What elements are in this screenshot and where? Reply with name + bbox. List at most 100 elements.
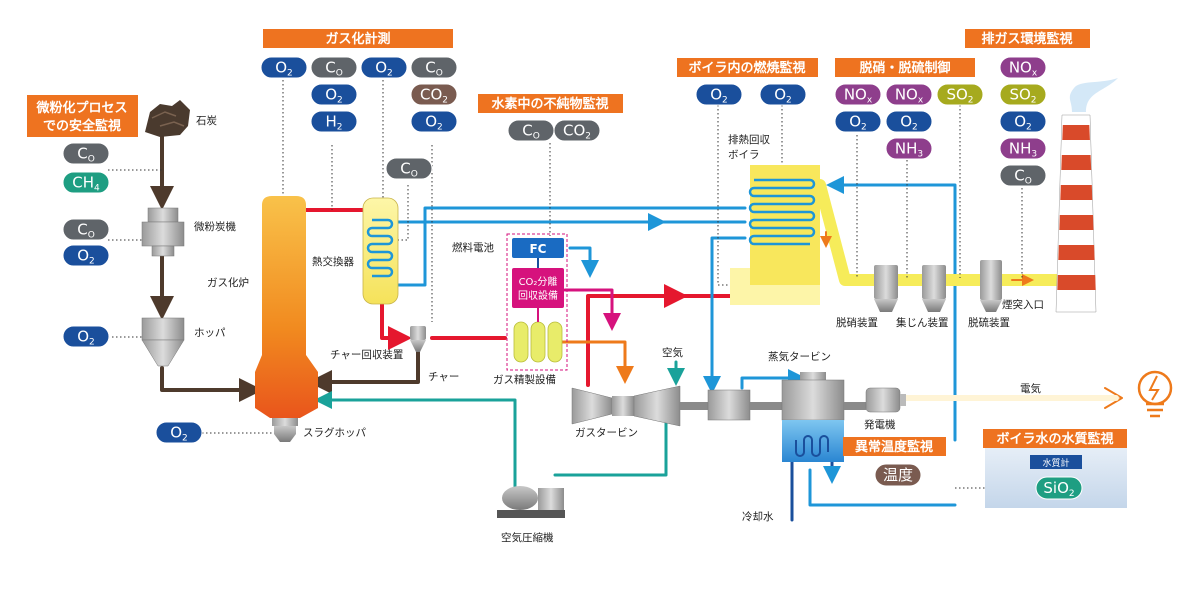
header-gasification-box xyxy=(263,29,453,48)
pill-text: SiO2 xyxy=(1043,479,1074,499)
pill-bg xyxy=(410,83,458,106)
pill-text: O2 xyxy=(1014,113,1032,133)
pill-bg xyxy=(310,56,358,79)
pill-hopper-1: O2 xyxy=(62,325,110,348)
header-hydrogen: 水素中の不純物監視 xyxy=(491,96,608,112)
pill-b2: O2 xyxy=(759,83,807,106)
pill-text: CO xyxy=(400,160,418,180)
label-gasifier: ガス化炉 xyxy=(207,276,249,289)
label-heat-exchanger: 熱交換器 xyxy=(312,255,354,268)
sampling-lines xyxy=(108,80,1038,489)
pill-bg xyxy=(62,171,110,194)
header-anomaly-box xyxy=(843,437,946,456)
label-co2-sep-2: 回収設備 xyxy=(518,289,558,302)
labels: 石炭 微粉炭機 ホッパ ガス化炉 熱交換器 チャー回収装置 チャー スラグホッパ… xyxy=(194,115,1082,544)
header-denox-desulf: 脱硝・脱硫制御 xyxy=(859,60,950,76)
pill-text: NOx xyxy=(844,86,873,106)
denox-unit-shape xyxy=(874,265,898,312)
pill-e4: NH3 xyxy=(999,137,1047,160)
pill-bg xyxy=(999,83,1047,106)
flow-char-return xyxy=(308,350,420,394)
coal-icon xyxy=(145,100,190,137)
light-bulb-icon xyxy=(1137,370,1173,418)
flow-air-to-gasifier xyxy=(314,391,517,489)
label-hrsg-2: ボイラ xyxy=(728,149,760,161)
pill-g6: CO xyxy=(410,56,458,79)
pill-text: SO2 xyxy=(946,86,973,106)
flow-blue-top-loop xyxy=(826,176,957,442)
pill-d5: O2 xyxy=(885,110,933,133)
header-water-box xyxy=(983,429,1127,448)
pill-bg xyxy=(885,83,933,106)
water-meter-box xyxy=(1030,455,1082,469)
pill-text: O2 xyxy=(900,113,918,133)
label-stack-inlet: 煙突入口 xyxy=(1002,298,1044,311)
pill-bg xyxy=(360,56,408,79)
pill-bg xyxy=(936,83,984,106)
header-hydrogen-box xyxy=(478,94,623,113)
label-electricity: 電気 xyxy=(1020,382,1042,395)
pill-bg xyxy=(62,142,110,165)
flow-hopper-to-gasifier xyxy=(160,366,263,402)
pill-text: CO xyxy=(77,145,95,165)
label-fc: FC xyxy=(529,242,546,256)
pill-text: O2 xyxy=(77,328,95,348)
pill-g5: O2 xyxy=(310,83,358,106)
label-dust-collector: 集じん装置 xyxy=(896,316,949,329)
pill-bg xyxy=(62,244,110,267)
header-exhaust-box xyxy=(965,29,1090,48)
label-air-compressor: 空気圧縮機 xyxy=(501,531,554,544)
header-boiler-combustion: ボイラ内の燃焼監視 xyxy=(688,60,805,76)
pill-safety-2: CH4 xyxy=(62,171,110,194)
label-hrsg-1: 排熱回収 xyxy=(728,133,770,146)
pill-bg xyxy=(999,110,1047,133)
pill-text: O2 xyxy=(425,113,443,133)
pill-text: NOx xyxy=(895,86,924,106)
label-water-meter: 水質計 xyxy=(1042,457,1069,469)
pill-h2: CO2 xyxy=(553,119,601,142)
flow-blue-hx-to-hrsg xyxy=(388,206,747,287)
pill-slag-1: O2 xyxy=(155,421,203,444)
pill-text: O2 xyxy=(77,247,95,267)
pill-g1: O2 xyxy=(260,56,308,79)
label-generator: 発電機 xyxy=(864,418,896,431)
condenser xyxy=(782,420,844,462)
pill-g8: O2 xyxy=(410,110,458,133)
label-gas-turbine: ガスタービン xyxy=(575,427,638,439)
pill-d1: NOx xyxy=(834,83,882,106)
pill-text: SO2 xyxy=(1009,86,1036,106)
pill-text: O2 xyxy=(710,86,728,106)
pill-bg xyxy=(695,83,743,106)
pill-text: CO2 xyxy=(563,122,591,142)
pill-text: CO xyxy=(325,59,343,79)
label-pulverizer: 微粉炭機 xyxy=(194,220,236,233)
steam-turbine xyxy=(781,372,866,421)
section-headers: 微粉化プロセス での安全監視 ガス化計測 水素中の不純物監視 ボイラ内の燃焼監視… xyxy=(27,29,1127,456)
pill-bg xyxy=(310,83,358,106)
pill-text: O2 xyxy=(275,59,293,79)
flow-lines xyxy=(150,133,1123,522)
pill-d6: NH3 xyxy=(885,137,933,160)
pill-sio2: SiO2 xyxy=(1035,476,1083,500)
pill-text: O2 xyxy=(774,86,792,106)
pill-text: 温度 xyxy=(883,466,913,484)
label-coal: 石炭 xyxy=(196,115,217,127)
header-safety-line1: 微粉化プロセス xyxy=(35,100,127,116)
header-safety-line2: での安全監視 xyxy=(43,118,121,134)
header-denox-box xyxy=(835,58,975,77)
air-compressor xyxy=(497,486,565,518)
gasifier-vessel xyxy=(255,196,318,418)
pill-d3: SO2 xyxy=(936,83,984,106)
pill-text: CO2 xyxy=(420,86,448,106)
pill-bg xyxy=(885,110,933,133)
pill-e2: SO2 xyxy=(999,83,1047,106)
pill-bg xyxy=(410,110,458,133)
pill-bg xyxy=(553,119,601,142)
label-co2-sep-1: CO₂分離 xyxy=(519,275,558,288)
dust-collector-shape xyxy=(922,265,946,312)
pill-g9: CO xyxy=(385,157,433,180)
pill-g3: O2 xyxy=(360,56,408,79)
